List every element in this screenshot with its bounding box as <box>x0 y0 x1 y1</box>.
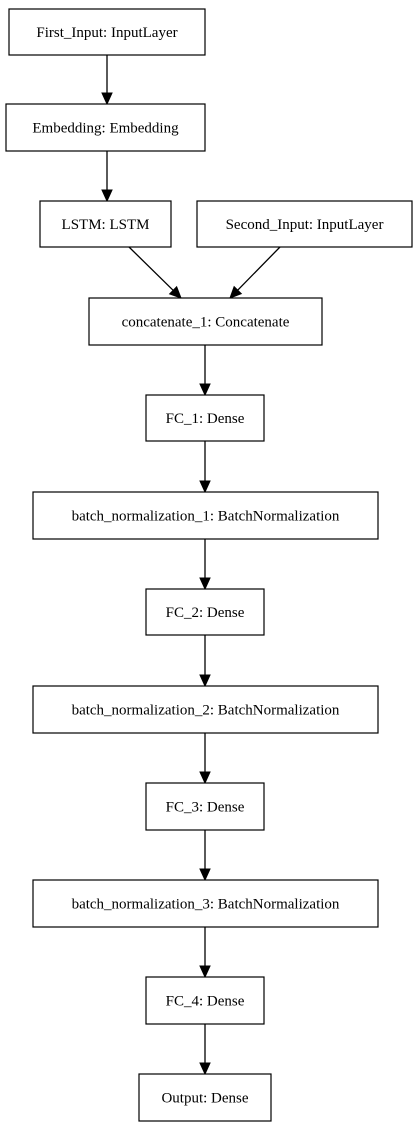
arrowhead-icon <box>199 577 211 591</box>
arrowhead-icon <box>199 674 211 688</box>
node-label: FC_4: Dense <box>166 994 245 1010</box>
node-embedding: Embedding: Embedding <box>5 103 206 152</box>
edge-first-input-to-embedding <box>101 55 113 106</box>
node-label: batch_normalization_2: BatchNormalizatio… <box>72 703 340 719</box>
edge-fc-2-to-batch-normalization-2 <box>199 635 211 688</box>
edge-batch-normalization-2-to-fc-3 <box>199 733 211 785</box>
node-label: FC_1: Dense <box>166 411 245 427</box>
node-label: Output: Dense <box>161 1091 248 1107</box>
arrowhead-icon <box>199 1062 211 1076</box>
diagram-edges <box>101 55 281 1076</box>
node-label: First_Input: InputLayer <box>36 25 177 41</box>
edge-fc-4-to-output <box>199 1024 211 1076</box>
node-box <box>138 1073 272 1122</box>
arrowhead-icon <box>199 965 211 979</box>
node-label: Second_Input: InputLayer <box>226 217 384 233</box>
node-fc-3: FC_3: Dense <box>145 782 265 831</box>
node-box <box>145 976 265 1025</box>
edge-lstm-to-concatenate-1 <box>128 246 182 299</box>
node-box <box>5 103 206 152</box>
node-label: LSTM: LSTM <box>62 217 150 233</box>
node-label: concatenate_1: Concatenate <box>122 315 290 331</box>
node-first-input: First_Input: InputLayer <box>8 8 206 56</box>
node-label: batch_normalization_3: BatchNormalizatio… <box>72 897 340 913</box>
node-box <box>8 8 206 56</box>
edge-line <box>237 246 281 291</box>
node-fc-2: FC_2: Dense <box>145 588 265 636</box>
node-box <box>39 200 172 248</box>
arrowhead-icon <box>199 868 211 882</box>
edge-second-input-to-concatenate-1 <box>229 246 281 299</box>
node-lstm: LSTM: LSTM <box>39 200 172 248</box>
node-box <box>145 782 265 831</box>
node-batch-normalization-1: batch_normalization_1: BatchNormalizatio… <box>32 491 379 540</box>
edge-concatenate-1-to-fc-1 <box>199 345 211 397</box>
arrowhead-icon <box>229 285 243 299</box>
node-label: FC_3: Dense <box>166 800 245 816</box>
node-box <box>32 491 379 540</box>
node-output: Output: Dense <box>138 1073 272 1122</box>
edge-fc-3-to-batch-normalization-3 <box>199 830 211 882</box>
node-fc-4: FC_4: Dense <box>145 976 265 1025</box>
node-label: FC_2: Dense <box>166 605 245 621</box>
edge-batch-normalization-1-to-fc-2 <box>199 539 211 591</box>
node-box <box>32 685 379 734</box>
node-second-input: Second_Input: InputLayer <box>196 200 413 248</box>
node-label: Embedding: Embedding <box>32 121 179 137</box>
arrowhead-icon <box>101 189 113 203</box>
arrowhead-icon <box>168 285 182 299</box>
node-fc-1: FC_1: Dense <box>145 394 265 442</box>
node-box <box>32 879 379 928</box>
edge-embedding-to-lstm <box>101 151 113 203</box>
arrowhead-icon <box>199 771 211 785</box>
node-box <box>145 394 265 442</box>
edge-batch-normalization-3-to-fc-4 <box>199 927 211 979</box>
node-box <box>196 200 413 248</box>
arrowhead-icon <box>101 92 113 106</box>
node-batch-normalization-3: batch_normalization_3: BatchNormalizatio… <box>32 879 379 928</box>
arrowhead-icon <box>199 480 211 494</box>
node-box <box>88 297 323 346</box>
node-label: batch_normalization_1: BatchNormalizatio… <box>72 509 340 525</box>
node-concatenate-1: concatenate_1: Concatenate <box>88 297 323 346</box>
edge-line <box>128 246 174 291</box>
node-box <box>145 588 265 636</box>
edge-fc-1-to-batch-normalization-1 <box>199 441 211 494</box>
node-batch-normalization-2: batch_normalization_2: BatchNormalizatio… <box>32 685 379 734</box>
arrowhead-icon <box>199 383 211 397</box>
